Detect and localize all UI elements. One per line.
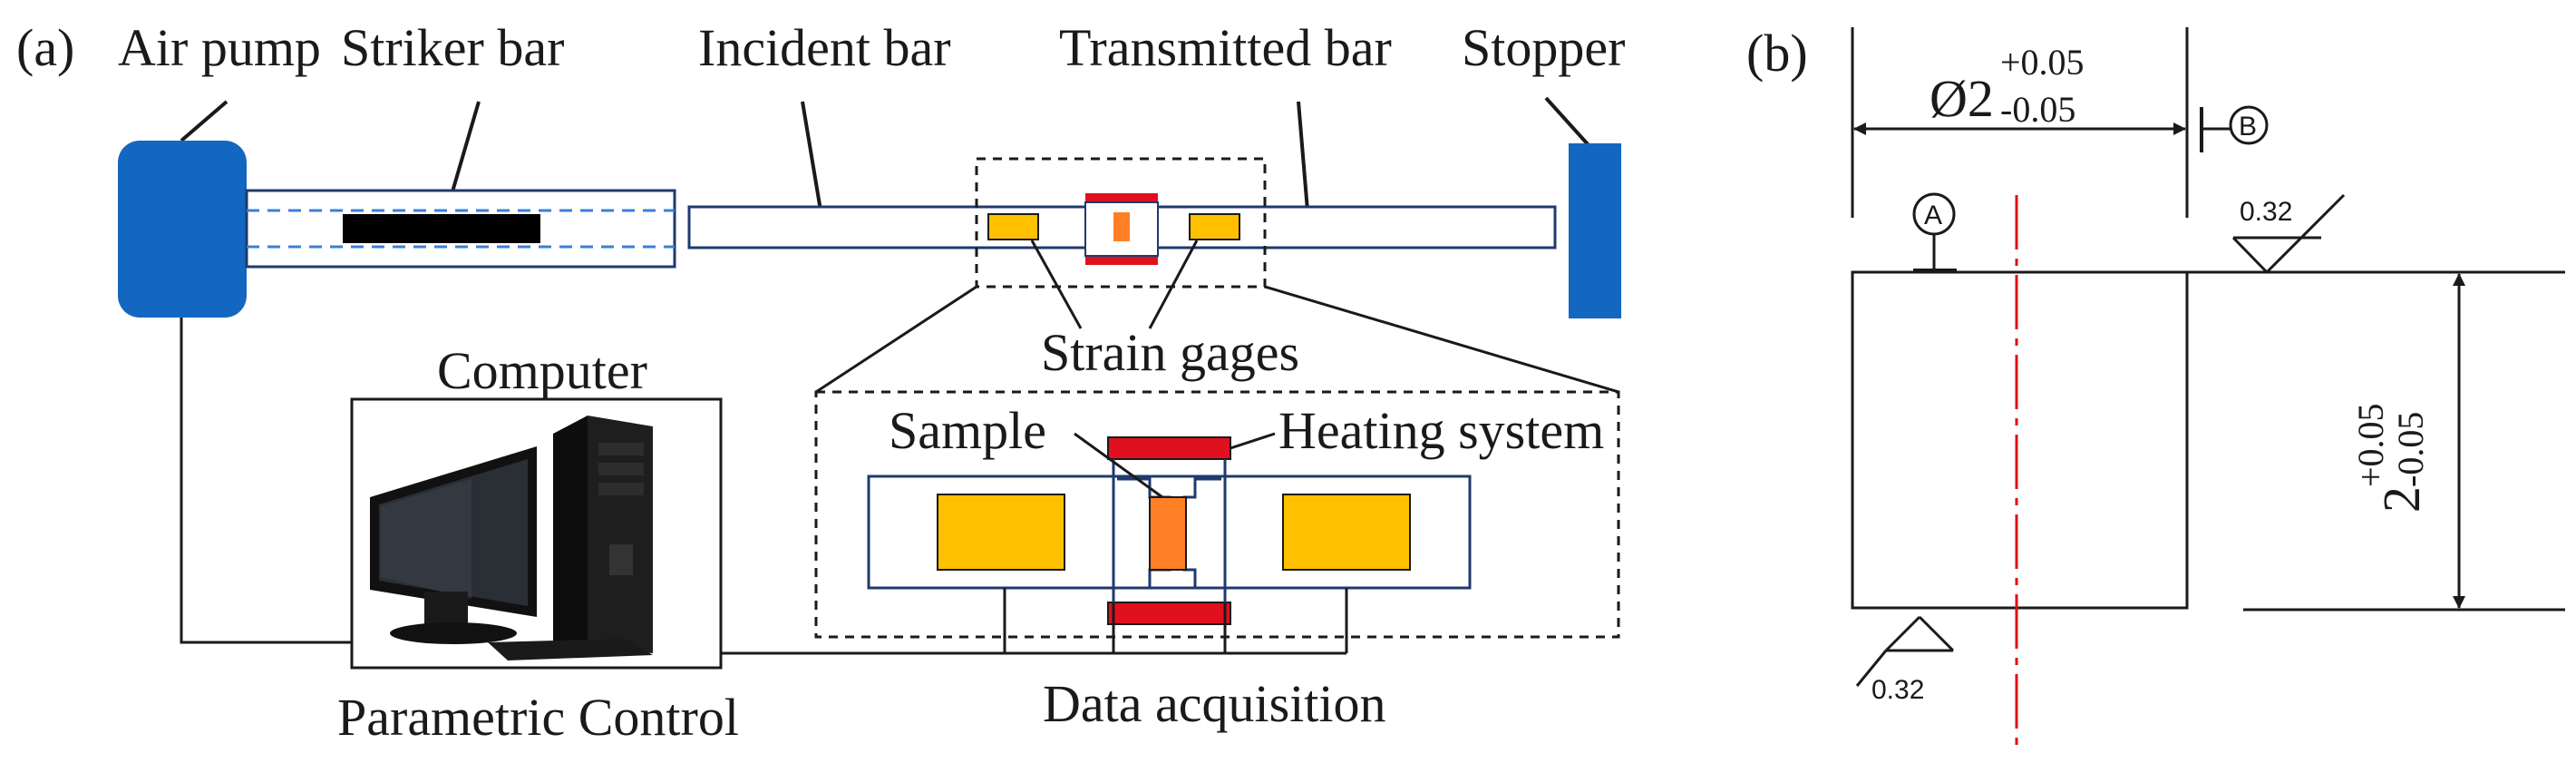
height-lower-tol: -0.05 — [2390, 412, 2431, 487]
strain-gage-right — [1189, 213, 1240, 240]
strain-gage-left — [987, 213, 1039, 240]
parametric-control-label: Parametric Control — [337, 688, 739, 747]
computer-label: Computer — [437, 341, 647, 400]
roughness-bottom-label: 0.32 — [1871, 675, 1924, 705]
height-upper-tol: +0.05 — [2350, 403, 2391, 487]
sample-label: Sample — [889, 401, 1046, 460]
zoom-box-small — [975, 157, 1267, 289]
panel-b: (b) Ø2 +0.05 -0.05 B A 0.32 — [1746, 24, 2565, 753]
striker-bar — [343, 214, 540, 243]
heating-leader — [1230, 432, 1276, 450]
heater-top — [1107, 436, 1231, 460]
sample — [1149, 496, 1187, 571]
computer-illustration — [370, 416, 653, 660]
heating-system-label: Heating system — [1278, 401, 1604, 460]
sample-small — [1113, 212, 1130, 241]
gage-leader-right — [1148, 240, 1199, 329]
specimen-outline — [1851, 270, 2189, 610]
roughness-top-label: 0.32 — [2240, 197, 2292, 227]
daq-wiring — [721, 588, 1348, 655]
striker-bar-label: Striker bar — [341, 18, 564, 77]
datum-a-label: A — [1924, 201, 1942, 230]
heater-bottom-small — [1085, 256, 1158, 265]
panel-a-tag: (a) — [16, 18, 74, 77]
panel-b-tag: (b) — [1746, 24, 1808, 83]
datum-b-label: B — [2239, 112, 2257, 142]
diameter-lower-tol: -0.05 — [2000, 89, 2075, 130]
height-nominal: 2 — [2372, 486, 2431, 513]
diameter-symbol: Ø2 — [1930, 69, 1994, 128]
roughness-symbol-top — [2187, 193, 2565, 274]
incident-bar-label: Incident bar — [698, 18, 951, 77]
pump-wire — [180, 318, 352, 644]
heater-top-small — [1085, 193, 1158, 202]
roughness-symbol-bottom — [1855, 615, 1955, 687]
sample-leader — [1074, 432, 1163, 499]
gage-leader-left — [1030, 240, 1083, 329]
stopper-label: Stopper — [1462, 18, 1625, 77]
strain-gage-detail-right — [1282, 494, 1411, 571]
datum-b-circle — [2229, 105, 2269, 145]
heater-bottom — [1107, 602, 1231, 625]
stopper — [1569, 143, 1621, 318]
diameter-upper-tol: +0.05 — [2000, 42, 2085, 83]
height-dim-text: 2 +0.05 -0.05 — [2350, 403, 2431, 513]
zoom-line-left — [815, 285, 977, 394]
air-pump-label: Air pump — [118, 18, 321, 77]
strain-gage-detail-left — [937, 494, 1065, 571]
transmitted-bar-label: Transmitted bar — [1059, 18, 1392, 77]
air-pump — [118, 141, 247, 318]
panel-a: (a) Air pump Striker bar Incident bar Tr… — [16, 18, 1625, 747]
strain-gages-label: Strain gages — [1041, 323, 1299, 382]
zoom-line-right — [1264, 285, 1619, 394]
data-acquisition-label: Data acquisition — [1043, 674, 1386, 733]
